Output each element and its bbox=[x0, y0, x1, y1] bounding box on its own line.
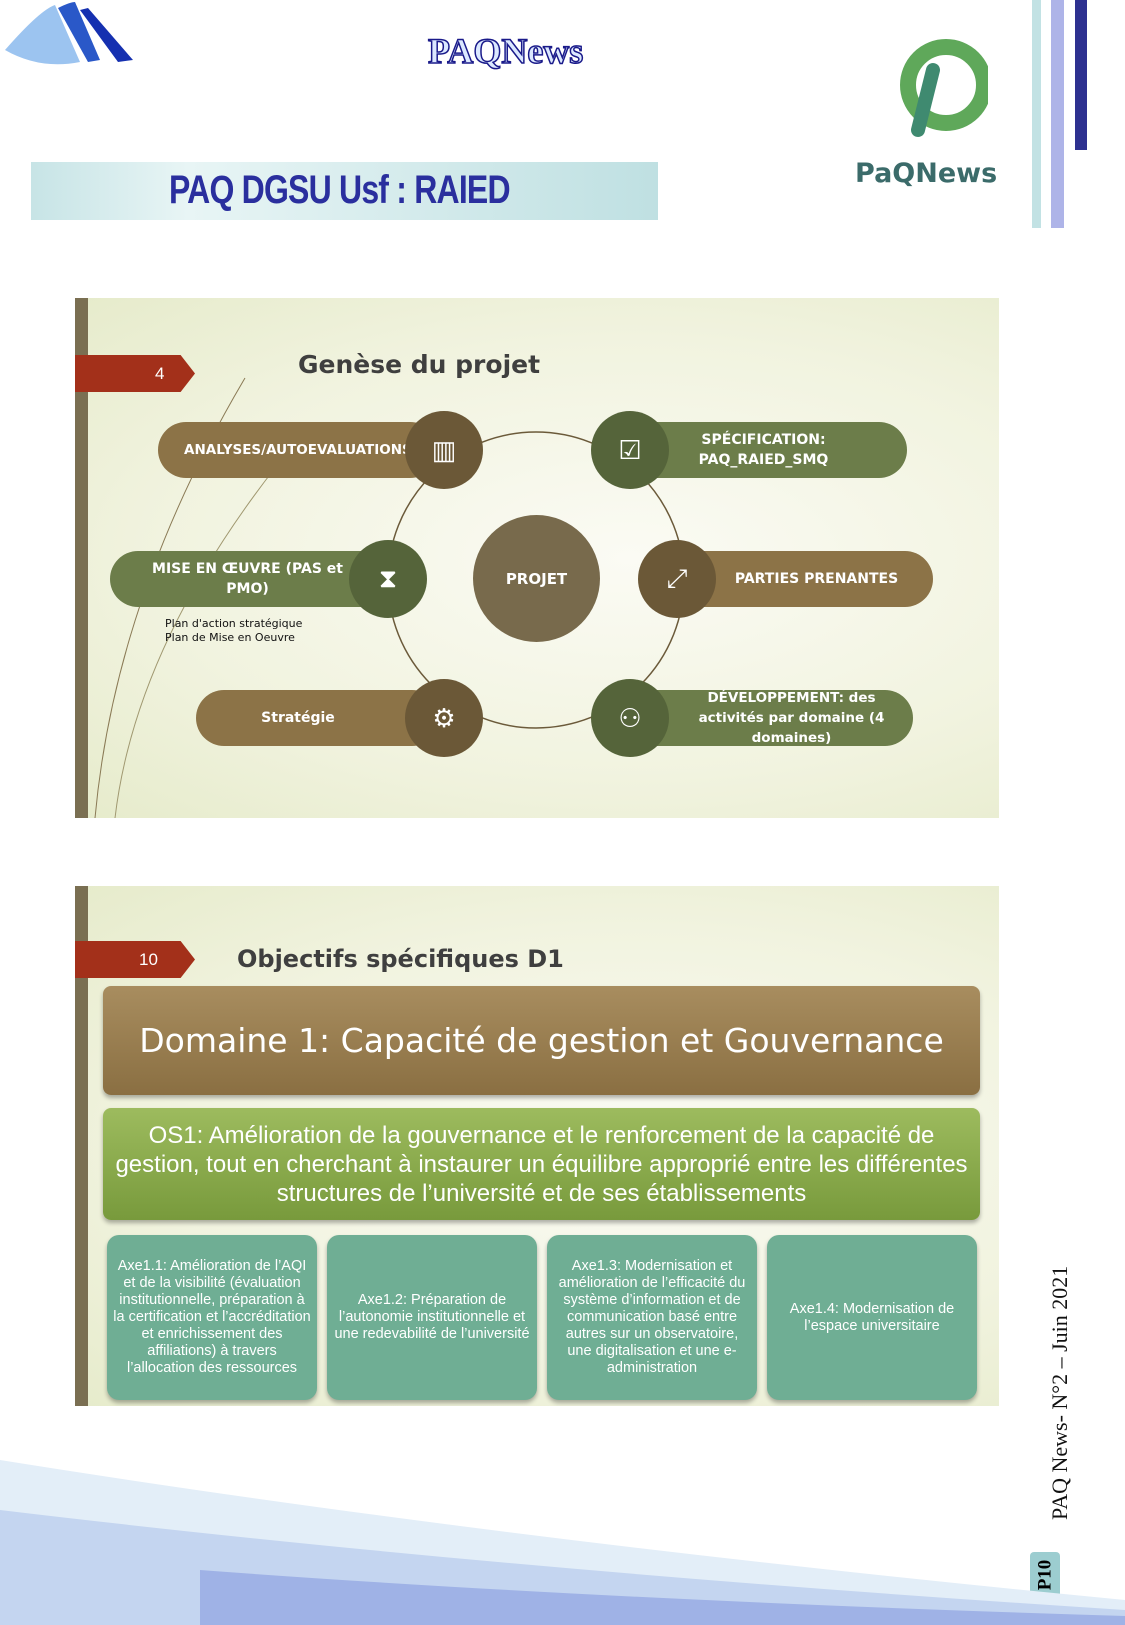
brand-name: PaQNews bbox=[855, 158, 998, 189]
footer-waves bbox=[0, 1460, 1125, 1625]
slide-number: 4 bbox=[75, 355, 195, 392]
project-center: PROJET bbox=[473, 515, 600, 642]
slide-title: Objectifs spécifiques D1 bbox=[237, 945, 564, 973]
slide-objectifs: 10 Objectifs spécifiques D1 Domaine 1: C… bbox=[75, 886, 999, 1406]
section-title: PAQ DGSU Usf : RAIED bbox=[169, 168, 511, 212]
slide-strip bbox=[75, 298, 88, 818]
side-stripe-lavender bbox=[1051, 0, 1064, 228]
chart-icon: ▥ bbox=[405, 411, 483, 489]
item-analyses: ANALYSES/AUTOEVALUATIONS bbox=[158, 422, 438, 478]
axe-box: Axe1.4: Modernisation de l’espace univer… bbox=[767, 1235, 977, 1400]
axe-box: Axe1.1: Amélioration de l’AQI et de la v… bbox=[107, 1235, 317, 1400]
user-gear-icon: ⚇ bbox=[591, 679, 669, 757]
note-line-1: Plan d'action stratégique bbox=[165, 617, 303, 630]
university-logo bbox=[5, 2, 133, 65]
page-badge: P10 bbox=[1030, 1552, 1060, 1598]
checklist-icon: ☑ bbox=[591, 411, 669, 489]
slide-title: Genèse du projet bbox=[298, 350, 541, 379]
axe-box: Axe1.3: Modernisation et amélioration de… bbox=[547, 1235, 757, 1400]
slide-number: 10 bbox=[75, 941, 195, 978]
paqnews-brand-logo bbox=[898, 30, 992, 140]
item-mise-en-oeuvre: MISE EN ŒUVRE (PAS et PMO) bbox=[110, 551, 395, 607]
sliders-icon: ⧗ bbox=[349, 540, 427, 618]
network-icon: ⤢ bbox=[638, 540, 716, 618]
note-line-2: Plan de Mise en Oeuvre bbox=[165, 631, 295, 644]
axe-box: Axe1.2: Préparation de l’autonomie insti… bbox=[327, 1235, 537, 1400]
slide-genese: 4 Genèse du projet PROJET ANALYSES/AUTOE… bbox=[75, 298, 999, 818]
slide-strip bbox=[75, 886, 88, 1406]
side-stripe-cyan bbox=[1032, 0, 1041, 228]
paqnews-title-logo: PAQNews bbox=[427, 18, 638, 113]
os1-box: OS1: Amélioration de la gouvernance et l… bbox=[103, 1108, 980, 1220]
logo-text: PAQNews bbox=[427, 30, 584, 72]
item-developpement: DÉVELOPPEMENT: des activités par domaine… bbox=[630, 690, 913, 746]
domain-box: Domaine 1: Capacité de gestion et Gouver… bbox=[103, 986, 980, 1095]
item-strategie: Stratégie bbox=[196, 690, 440, 746]
gears-icon: ⚙ bbox=[405, 679, 483, 757]
side-stripe-navy bbox=[1075, 0, 1087, 150]
section-banner: PAQ DGSU Usf : RAIED bbox=[31, 162, 658, 220]
